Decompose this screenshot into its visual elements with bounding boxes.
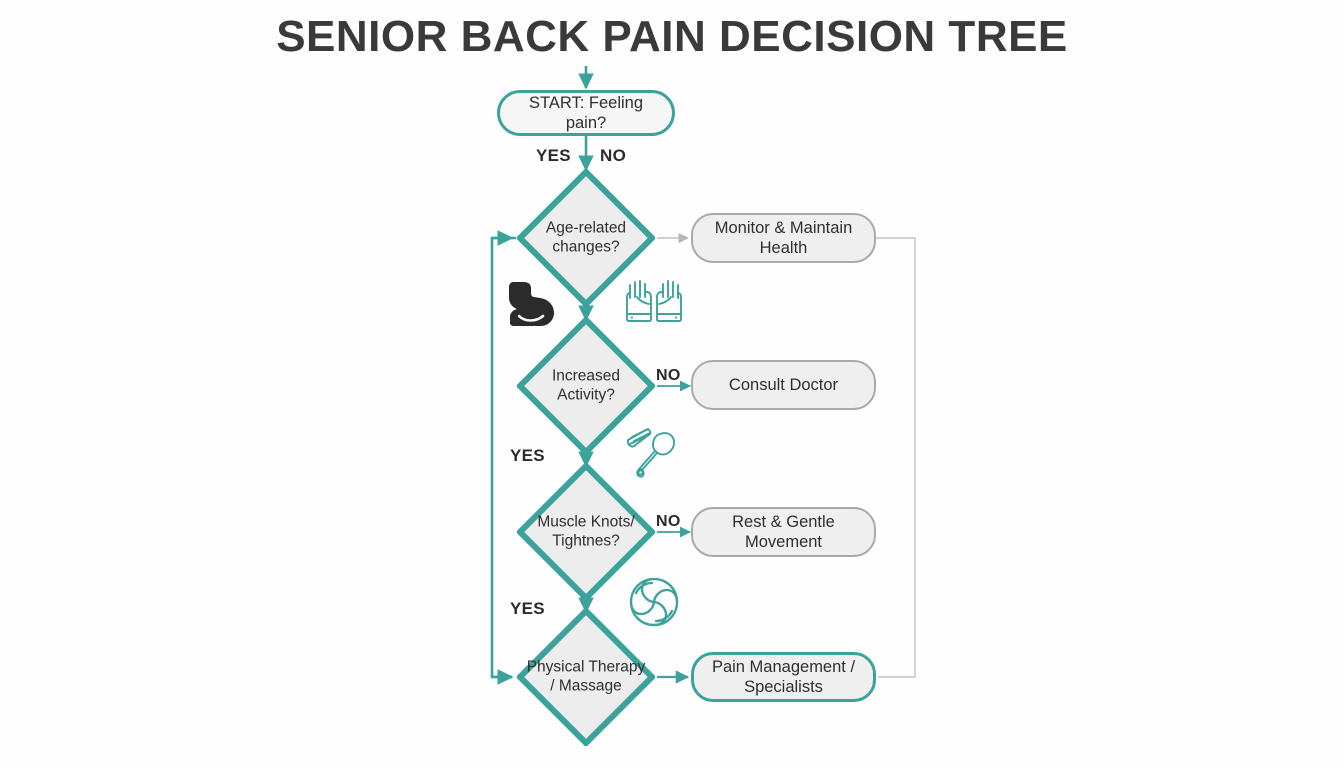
node-decision-physical-therapy-label: Physical Therapy / Massage: [526, 658, 646, 694]
diamond-shape: [517, 463, 655, 601]
node-outcome-rest-gentle-movement[interactable]: Rest & Gentle Movement: [691, 507, 876, 557]
node-outcome-rest-gentle-movement-label: Rest & Gentle Movement: [732, 512, 835, 551]
edge-label-decision3-no: NO: [656, 513, 681, 530]
node-decision-increased-activity-label: Increased Activity?: [551, 367, 621, 403]
node-outcome-pain-management-specialists[interactable]: Pain Management / Specialists: [691, 652, 876, 702]
node-decision-muscle-knots[interactable]: Muscle Knots/ Tightnes?: [517, 463, 655, 601]
node-start-label: START: Feeling pain?: [528, 93, 644, 132]
garden-rake-trowel-icon: [626, 428, 675, 478]
node-outcome-monitor-maintain-health-label: Monitor & Maintain Health: [714, 218, 853, 257]
node-decision-age-related[interactable]: Age-related changes?: [517, 169, 655, 307]
diamond-shape: [517, 317, 655, 455]
node-outcome-monitor-maintain-health[interactable]: Monitor & Maintain Health: [691, 213, 876, 263]
diamond-shape: [517, 169, 655, 307]
edge-label-decision2-no: NO: [656, 367, 681, 384]
flexed-biceps-icon: [509, 282, 554, 326]
node-decision-physical-therapy[interactable]: Physical Therapy / Massage: [517, 608, 655, 746]
node-decision-age-related-label: Age-related changes?: [545, 219, 627, 255]
edge-label-decision2-yes: YES: [510, 446, 545, 465]
page-title: SENIOR BACK PAIN DECISION TREE: [276, 12, 1068, 61]
node-decision-increased-activity[interactable]: Increased Activity?: [517, 317, 655, 455]
node-outcome-consult-doctor-label: Consult Doctor: [728, 375, 839, 394]
gardening-gloves-icon: [626, 280, 682, 322]
node-start[interactable]: START: Feeling pain?: [497, 90, 675, 136]
wire-right-return-loop: [876, 237, 916, 678]
celtic-knot-icon: [629, 577, 679, 627]
node-outcome-consult-doctor[interactable]: Consult Doctor: [691, 360, 876, 410]
edge-label-decision3-yes: YES: [510, 599, 545, 618]
diamond-shape: [517, 608, 655, 746]
node-outcome-pain-management-specialists-label: Pain Management / Specialists: [711, 657, 856, 696]
edge-label-start-no: NO: [600, 146, 627, 165]
edge-label-start-yes: YES: [536, 146, 571, 165]
node-decision-muscle-knots-label: Muscle Knots/ Tightnes?: [537, 513, 635, 549]
